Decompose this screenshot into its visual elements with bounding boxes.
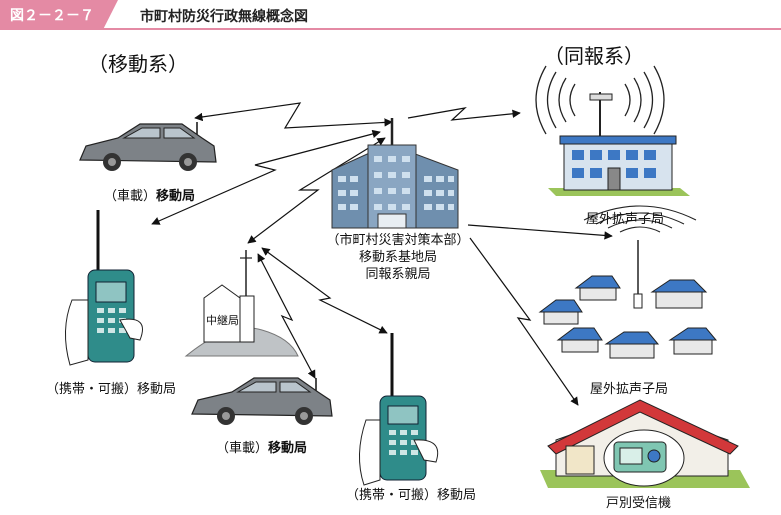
mobile-group-label: （移動系） xyxy=(88,52,188,76)
outdoor-speaker-1-icon xyxy=(535,65,690,196)
header-rule xyxy=(0,28,781,30)
hq-label-line1: （市町村災害対策本部） xyxy=(326,233,470,248)
household-receiver-icon xyxy=(540,399,750,488)
car-bottom-label-prefix: （車載） xyxy=(216,441,269,456)
outdoor-speaker-2-label: 屋外拡声子局 xyxy=(590,382,669,397)
hq-building-icon xyxy=(331,118,459,229)
car-bottom-label: （車載）移動局 xyxy=(216,437,307,456)
link-hq-speaker-2 xyxy=(467,224,613,240)
figure-label: 図２－２－７ xyxy=(10,8,94,24)
car-top-label: （車載）移動局 xyxy=(104,185,195,204)
outdoor-speaker-1-label: 屋外拡声子局 xyxy=(586,212,665,227)
figure-title: 市町村防災行政無線概念図 xyxy=(140,9,308,25)
household-receiver-label: 戸別受信機 xyxy=(606,496,672,511)
car-bottom-label-station: 移動局 xyxy=(268,441,308,456)
link-hq-relay xyxy=(247,137,386,244)
relay-station-label: 中継局 xyxy=(206,314,239,327)
link-hq-car-top xyxy=(194,102,393,129)
link-relay-portable-bottom xyxy=(261,247,388,334)
car-top-icon xyxy=(79,122,217,171)
figure-label-tab xyxy=(0,0,118,28)
portable-radio-left-icon xyxy=(64,210,143,366)
hq-label: （市町村災害対策本部） 移動系基地局 同報系親局 xyxy=(318,232,478,283)
figure-header: 図２－２－７ 市町村防災行政無線概念図 xyxy=(0,0,781,30)
link-relay-car-bottom xyxy=(257,253,316,379)
car-bottom-icon xyxy=(191,377,333,425)
hq-label-line3: 同報系親局 xyxy=(365,267,431,282)
link-hq-speaker-1 xyxy=(407,107,521,121)
relay-station-icon xyxy=(184,250,299,357)
hq-label-line2: 移動系基地局 xyxy=(358,250,437,265)
outdoor-speaker-2-icon xyxy=(538,205,718,359)
portable-radio-bottom-icon xyxy=(358,333,439,486)
link-hq-household xyxy=(469,237,579,406)
car-top-label-prefix: （車載） xyxy=(104,189,157,204)
car-top-label-station: 移動局 xyxy=(156,189,196,204)
portable-bottom-label: （携帯・可搬）移動局 xyxy=(346,488,477,503)
radio-links xyxy=(151,102,613,406)
portable-left-label: （携帯・可搬）移動局 xyxy=(46,382,177,397)
broadcast-group-label: （同報系） xyxy=(544,44,644,68)
